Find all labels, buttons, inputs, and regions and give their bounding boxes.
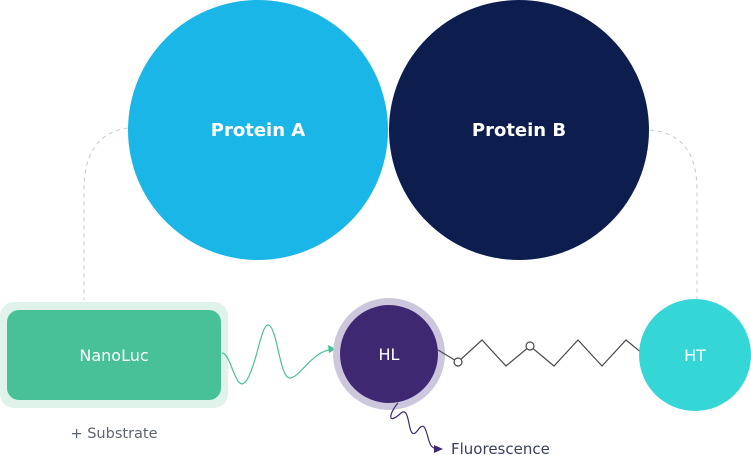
protein-b-circle — [389, 0, 649, 260]
hl-label: HL — [379, 345, 400, 364]
protein-b-label: Protein B — [472, 120, 566, 141]
energy-transfer-wave — [221, 324, 335, 385]
protein-a-connector — [83, 127, 129, 300]
substrate-label: + Substrate — [70, 426, 157, 442]
energy-transfer-arrowhead — [328, 345, 336, 353]
fluorescence-arrowhead — [434, 445, 443, 453]
fluorescence-label: Fluorescence — [451, 440, 550, 455]
linker-node-2 — [525, 341, 535, 351]
ht-circle — [639, 299, 751, 411]
protein-b-connector — [649, 129, 698, 300]
protein-a-label: Protein A — [211, 120, 305, 141]
nanoluc-label: NanoLuc — [79, 346, 148, 365]
ht-label: HT — [684, 346, 706, 365]
linker-node-1 — [453, 357, 463, 367]
nanoluc-box — [7, 310, 221, 400]
hl-circle — [340, 305, 438, 403]
linker-chain — [437, 339, 649, 367]
fluorescence-wave — [390, 402, 435, 449]
protein-a-circle — [128, 0, 388, 260]
